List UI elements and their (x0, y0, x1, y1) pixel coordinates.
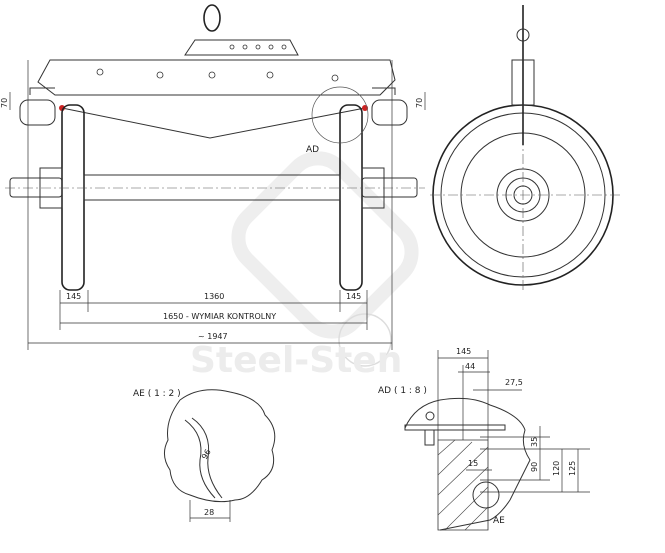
dim-flange-right: 145 (346, 292, 361, 301)
dim-ae-radius: 96 (200, 448, 213, 461)
shackle-icon (203, 4, 221, 32)
dim-ad-145: 145 (456, 347, 471, 356)
dim-ad-35: 35 (530, 437, 539, 447)
dim-control: 1650 - WYMIAR KONTROLNY (163, 312, 276, 321)
detail-callout-ad: AD (306, 145, 319, 155)
dim-height-left: 70 (0, 98, 9, 108)
dim-gauge: 1360 (204, 292, 224, 301)
side-view (430, 5, 620, 290)
watermark-text: Steel-Sten (190, 340, 402, 381)
dim-height-right: 70 (415, 98, 424, 108)
watermark: Steel-Sten (190, 151, 419, 381)
dim-ad-125: 125 (568, 461, 577, 476)
dim-ad-44: 44 (465, 362, 475, 371)
detail-ae-callout: AE (493, 516, 505, 526)
dim-overall: ~ 1947 (198, 332, 228, 341)
detail-ae: AE ( 1 : 2 ) 96 28 (133, 389, 276, 522)
detail-ad: AD ( 1 : 8 ) AE 145 44 27,5 35 90 120 1 (378, 347, 590, 531)
right-wheel (339, 104, 363, 291)
detail-ad-title: AD ( 1 : 8 ) (378, 386, 427, 396)
dim-ad-90: 90 (530, 462, 539, 472)
front-view: AD 70 70 145 1360 145 1650 - WYMIAR KONT… (0, 4, 426, 350)
dim-ae-width: 28 (204, 508, 214, 517)
dim-ad-15: 15 (468, 459, 478, 468)
dim-ad-120: 120 (552, 461, 561, 476)
detail-ae-title: AE ( 1 : 2 ) (133, 389, 181, 399)
left-wheel (61, 104, 85, 291)
dim-flange-left: 145 (66, 292, 81, 301)
dim-ad-27-5: 27,5 (505, 378, 523, 387)
